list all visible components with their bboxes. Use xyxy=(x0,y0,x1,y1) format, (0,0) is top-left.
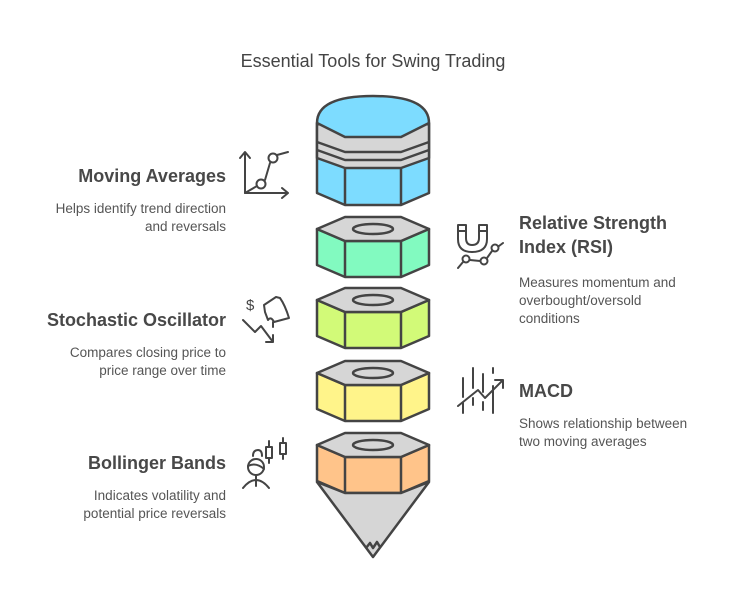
tool-stack xyxy=(315,94,431,559)
dollar-bell-icon: $ xyxy=(242,296,290,343)
diagram-title: Essential Tools for Swing Trading xyxy=(241,51,506,71)
nut-stochastic xyxy=(315,286,431,350)
tool-desc-line: overbought/oversold xyxy=(519,293,641,308)
nut-hole xyxy=(351,438,395,452)
nut-macd xyxy=(315,359,431,423)
tool-desc-line: Helps identify trend direction xyxy=(56,201,226,216)
tool-desc-line: Indicates volatility and xyxy=(94,488,226,503)
tip-zigzag xyxy=(365,540,382,550)
tool-heading: Index (RSI) xyxy=(519,237,613,257)
nut-bollinger xyxy=(315,431,431,495)
tool-heading: Moving Averages xyxy=(78,166,226,186)
cap-segment xyxy=(315,94,431,207)
svg-text:$: $ xyxy=(246,297,255,314)
line-chart-icon xyxy=(239,151,289,199)
tool-desc-line: Measures momentum and xyxy=(519,275,676,290)
tool-stochastic-oscillator: Stochastic Oscillator Compares closing p… xyxy=(47,296,290,378)
magnet-trend-icon xyxy=(457,224,504,269)
tool-bollinger-bands: Bollinger Bands Indicates volatility and… xyxy=(83,437,287,521)
tool-rsi: Relative Strength Index (RSI) Measures m… xyxy=(457,213,676,326)
tool-desc-line: conditions xyxy=(519,311,580,326)
macd-arrow-icon xyxy=(457,367,504,414)
tool-moving-averages: Moving Averages Helps identify trend dir… xyxy=(56,151,289,234)
tool-desc-line: potential price reversals xyxy=(83,506,226,521)
cone-tip xyxy=(315,480,431,559)
tool-desc-line: Compares closing price to xyxy=(70,345,226,360)
tool-desc-line: two moving averages xyxy=(519,434,647,449)
nut-hole xyxy=(351,222,395,236)
tool-heading: Stochastic Oscillator xyxy=(47,310,226,330)
trader-candlestick-icon xyxy=(242,437,287,489)
tool-heading: MACD xyxy=(519,381,573,401)
tool-desc-line: and reversals xyxy=(145,219,226,234)
nut-rsi xyxy=(315,215,431,279)
nut-hole xyxy=(351,366,395,380)
tool-desc-line: Shows relationship between xyxy=(519,416,687,431)
tool-desc-line: price range over time xyxy=(99,363,226,378)
cap-band xyxy=(315,121,431,170)
tool-macd: MACD Shows relationship between two movi… xyxy=(457,367,687,449)
nut-hole xyxy=(351,293,395,307)
tool-heading: Bollinger Bands xyxy=(88,453,226,473)
tool-heading: Relative Strength xyxy=(519,213,667,233)
